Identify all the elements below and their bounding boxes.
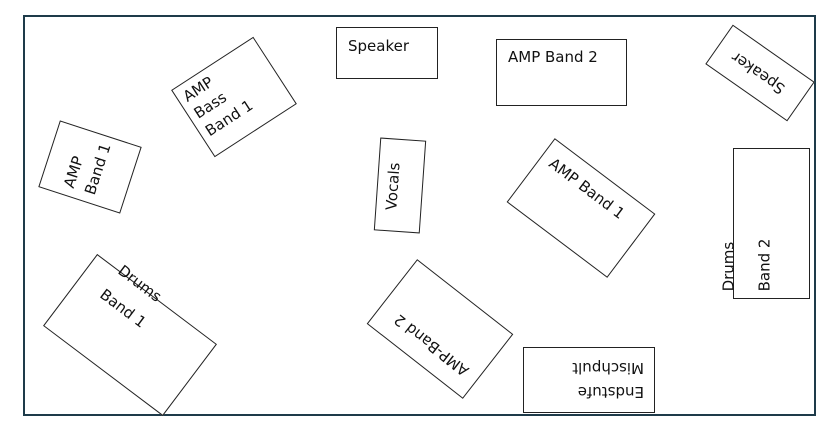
stage-item-amp-band2-bottom[interactable]: AMP-Band 2 <box>366 259 514 399</box>
stage-plan-canvas: Speaker AMP Band 2 Speaker AMP Bass Band… <box>23 15 816 417</box>
stage-item-amp-band1-left[interactable]: AMP Band 1 <box>38 120 142 214</box>
stage-item-label: Endstufe Mischpult <box>572 359 644 401</box>
stage-item-amp-band1-center[interactable]: AMP Band 1 <box>506 138 656 278</box>
stage-item-speaker-right[interactable]: Speaker <box>705 24 815 122</box>
stage-item-speaker-top[interactable]: Speaker <box>336 27 438 79</box>
stage-item-label: AMP-Band 2 <box>390 310 473 380</box>
stage-item-drums-band1[interactable]: Drums Band 1 <box>43 253 217 417</box>
stage-item-label: AMP Band 1 <box>545 154 629 223</box>
stage-item-label: Speaker <box>728 48 789 98</box>
stage-item-endstufe-mischpult[interactable]: Endstufe Mischpult <box>523 347 655 413</box>
stage-item-drums-band2[interactable]: Drums Band 2 <box>719 148 810 299</box>
stage-item-label: AMP Band 2 <box>508 48 598 66</box>
stage-item-vocals[interactable]: Vocals <box>373 137 427 234</box>
stage-item-label: Speaker <box>348 37 410 55</box>
stage-item-label: AMP Band 1 <box>60 141 115 197</box>
stage-item-amp-bass-band1[interactable]: AMP Bass Band 1 <box>171 36 297 158</box>
stage-item-amp-band2-top[interactable]: AMP Band 2 <box>496 39 627 106</box>
stage-item-label: Drums Band 1 <box>96 261 166 332</box>
stage-item-label: Drums Band 2 <box>719 238 774 292</box>
stage-item-label: Vocals <box>382 161 404 211</box>
stage-item-label: AMP Bass Band 1 <box>179 72 256 140</box>
